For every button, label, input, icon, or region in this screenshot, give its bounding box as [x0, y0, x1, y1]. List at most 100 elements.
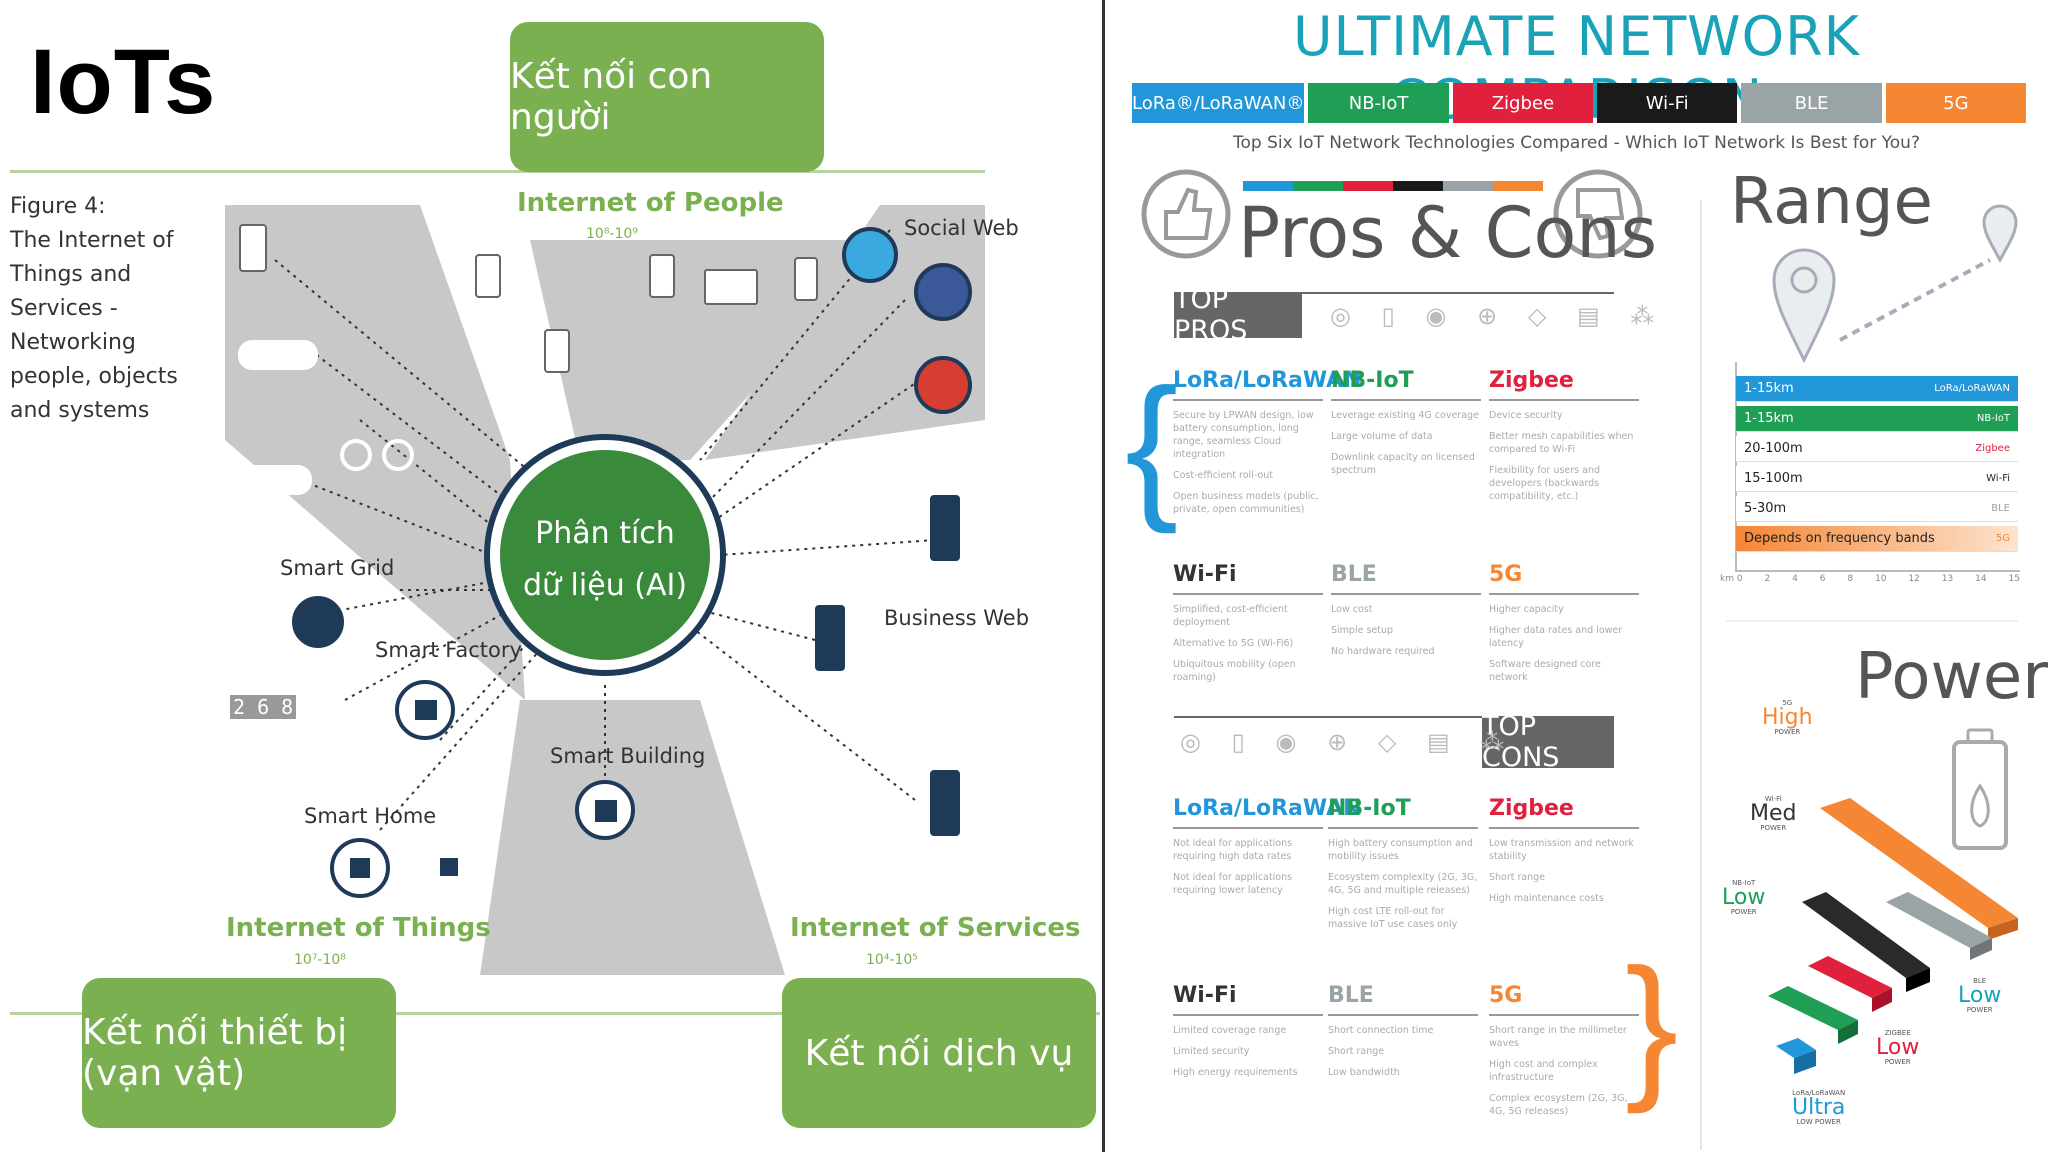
tech-note: Better mesh capabilities when compared t…	[1489, 431, 1634, 455]
cons-nb-iot: NB-IoT High battery consumption and mobi…	[1328, 796, 1478, 939]
power-tech: BLE	[1973, 977, 1987, 985]
hub-label-line: dữ liệu (AI)	[522, 568, 688, 603]
tech-note: Ecosystem complexity (2G, 3G, 4G, 5G and…	[1328, 872, 1478, 896]
smart-factory-label: Smart Factory	[375, 638, 522, 662]
bottom-rule	[10, 1012, 1100, 1015]
internet-of-things-label: Internet of Things	[226, 913, 491, 943]
tech-name: 5G	[1489, 983, 1639, 1016]
smart-grid-plug	[288, 592, 348, 652]
range-title: Range	[1730, 165, 1933, 239]
social-web-label: Social Web	[904, 216, 1019, 240]
smart-home-label: Smart Home	[304, 804, 437, 828]
smart-building-label: Smart Building	[550, 744, 706, 768]
tab-5g[interactable]: 5G	[1885, 83, 2027, 123]
tech-note: Large volume of data	[1331, 431, 1433, 442]
power-bar-nb-iot	[1768, 986, 1858, 1044]
range-value: 5-30m	[1744, 501, 1787, 516]
power-tech: ZIGBEE	[1884, 1029, 1911, 1037]
power-tech: NB-IoT	[1732, 879, 1756, 887]
tech-name: 5G	[1489, 562, 1639, 595]
figure-caption-line: people, objects and systems	[10, 364, 178, 423]
tab-nb-iot[interactable]: NB-IoT	[1308, 83, 1449, 123]
tech-name: Zigbee	[1489, 368, 1639, 401]
tech-note: Not ideal for applications requiring low…	[1173, 872, 1293, 896]
tech-note: Higher capacity	[1489, 604, 1564, 615]
power-unit: LOW POWER	[1796, 1118, 1841, 1126]
range-tick: 4	[1792, 574, 1798, 584]
tab-zigbee[interactable]: Zigbee	[1452, 83, 1594, 123]
range-tick: 6	[1819, 574, 1826, 584]
power-tech: 5G	[1782, 699, 1793, 707]
power-level: Low	[1958, 983, 2002, 1008]
cons-bracket: }	[1625, 935, 1679, 1114]
power-unit: POWER	[1884, 1058, 1911, 1066]
top-rule	[10, 170, 985, 173]
battery-icon	[1952, 728, 2008, 850]
range-axis-ticks: km 0 2 4 6 8 10 12 13 14 15	[1720, 574, 2020, 584]
range-axis-bottom	[1735, 570, 2020, 572]
power-label-ble: BLE Low POWER	[1958, 978, 2001, 1014]
things-sector	[225, 205, 525, 700]
sensor-code: 2 6 8	[230, 695, 297, 719]
tab-wifi[interactable]: Wi-Fi	[1597, 83, 1738, 123]
power-label-zigbee: ZIGBEE Low POWER	[1876, 1030, 1919, 1066]
hub-label: Phân tích dữ liệu (AI)	[500, 508, 710, 612]
iop-range: 10⁸-10⁹	[586, 226, 638, 242]
range-pins	[1772, 204, 2018, 364]
things-connection-box: Kết nối thiết bị (vạn vật)	[82, 978, 396, 1128]
tech-name: Zigbee	[1489, 796, 1639, 829]
tech-note: Higher data rates and lower latency	[1489, 625, 1623, 649]
tech-note: Alternative to 5G (Wi-Fi6)	[1173, 638, 1294, 649]
power-unit: POWER	[1760, 824, 1787, 832]
tech-note: Low transmission and network stability	[1489, 838, 1634, 862]
range-tick: 15	[2008, 574, 2020, 584]
tech-note: Flexibility for users and developers (ba…	[1489, 465, 1601, 502]
power-bar-lora	[1776, 1038, 1816, 1074]
range-tech: NB-IoT	[1976, 413, 2010, 424]
power-tech: Wi-Fi	[1764, 795, 1782, 803]
social-sector	[705, 205, 985, 460]
tech-note: Leverage existing 4G coverage	[1331, 410, 1479, 421]
tech-note: High energy requirements	[1173, 1067, 1298, 1078]
power-level: High	[1762, 705, 1813, 730]
power-bar-wifi	[1802, 892, 1930, 992]
range-axis-unit: km	[1720, 574, 1734, 584]
tech-note: Limited coverage range	[1173, 1025, 1287, 1036]
power-unit: POWER	[1730, 908, 1757, 916]
tech-note: No hardware required	[1331, 646, 1435, 657]
tech-note: Short range in the millimeter waves	[1489, 1025, 1627, 1049]
power-separator	[1726, 620, 2018, 622]
range-tech: BLE	[1991, 503, 2010, 514]
tech-note: Short range	[1328, 1046, 1385, 1057]
hub-core	[500, 450, 710, 660]
cons-5g: 5G Short range in the millimeter waves H…	[1489, 983, 1639, 1126]
range-row-wifi: 15-100m Wi-Fi	[1736, 466, 2018, 492]
range-value: 15-100m	[1744, 471, 1803, 486]
range-tick: 13	[1941, 574, 1954, 584]
range-value: Depends on frequency bands	[1744, 531, 1935, 546]
range-tech: LoRa/LoRaWAN	[1934, 383, 2010, 394]
gplus-icon-bg	[914, 356, 972, 414]
cons-rule	[1174, 716, 1614, 718]
power-label-nb-iot: NB-IoT Low POWER	[1722, 880, 1765, 916]
pros-ble: BLE Low cost Simple setup No hardware re…	[1331, 562, 1481, 666]
twitter-icon-bg	[842, 227, 898, 283]
tech-note: Not ideal for applications requiring hig…	[1173, 838, 1293, 862]
range-tick: 12	[1908, 574, 1920, 584]
power-level: Ultra	[1792, 1095, 1846, 1120]
figure-caption-line: Services - Networking	[10, 296, 136, 355]
tab-ble[interactable]: BLE	[1741, 83, 1882, 123]
tech-name: BLE	[1331, 562, 1481, 595]
power-level: Low	[1876, 1035, 1920, 1060]
cons-lora: LoRa/LoRaWAN Not ideal for applications …	[1173, 796, 1362, 905]
pros-zigbee: Zigbee Device security Better mesh capab…	[1489, 368, 1639, 511]
tech-name: Wi-Fi	[1173, 983, 1323, 1016]
tech-note: Limited security	[1173, 1046, 1250, 1057]
tech-note: Short connection time	[1328, 1025, 1434, 1036]
pros-5g: 5G Higher capacity Higher data rates and…	[1489, 562, 1639, 692]
people-connection-box: Kết nối con người	[510, 22, 824, 172]
figure-caption-line: Figure 4:	[10, 194, 106, 219]
tab-lora[interactable]: LoRa®/LoRaWAN®	[1132, 83, 1305, 123]
cons-zigbee: Zigbee Low transmission and network stab…	[1489, 796, 1639, 913]
section-separator	[1700, 200, 1702, 1150]
